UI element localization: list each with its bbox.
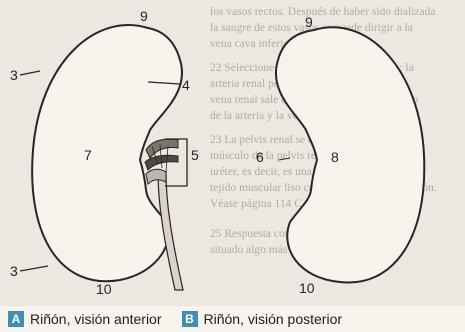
caption-posterior: B Riñón, visión posterior (182, 306, 343, 332)
label-posterior-hilum: 6 (256, 149, 264, 165)
renal-hilum-vessels (145, 139, 178, 184)
label-anterior-top: 9 (140, 8, 148, 24)
label-posterior-bottom: 10 (299, 280, 315, 296)
label-posterior-cortex: 8 (331, 149, 339, 165)
badge-a: A (8, 311, 24, 327)
kidney-anterior-outline (32, 25, 182, 281)
label-anterior-upper-right: 4 (182, 77, 190, 93)
label-anterior-bottom: 10 (96, 281, 112, 297)
figure-caption: A Riñón, visión anterior B Riñón, visión… (0, 306, 465, 332)
label-anterior-hilum: 5 (191, 147, 199, 163)
kidney-anterior (20, 25, 187, 290)
badge-b: B (182, 311, 198, 327)
label-anterior-upper-left: 3 (10, 67, 18, 83)
caption-anterior-text: Riñón, visión anterior (30, 311, 162, 327)
kidney-figure: los vasos rectos. Después de haber sido … (0, 0, 465, 306)
label-anterior-lower-left: 3 (10, 263, 18, 279)
caption-posterior-text: Riñón, visión posterior (204, 311, 343, 327)
label-anterior-cortex: 7 (84, 147, 92, 163)
caption-anterior: A Riñón, visión anterior (8, 306, 162, 332)
bg-line: Véase página 114 C. (210, 198, 305, 210)
label-posterior-top: 9 (305, 14, 313, 30)
bg-line: los vasos rectos. Después de haber sido … (210, 6, 435, 18)
